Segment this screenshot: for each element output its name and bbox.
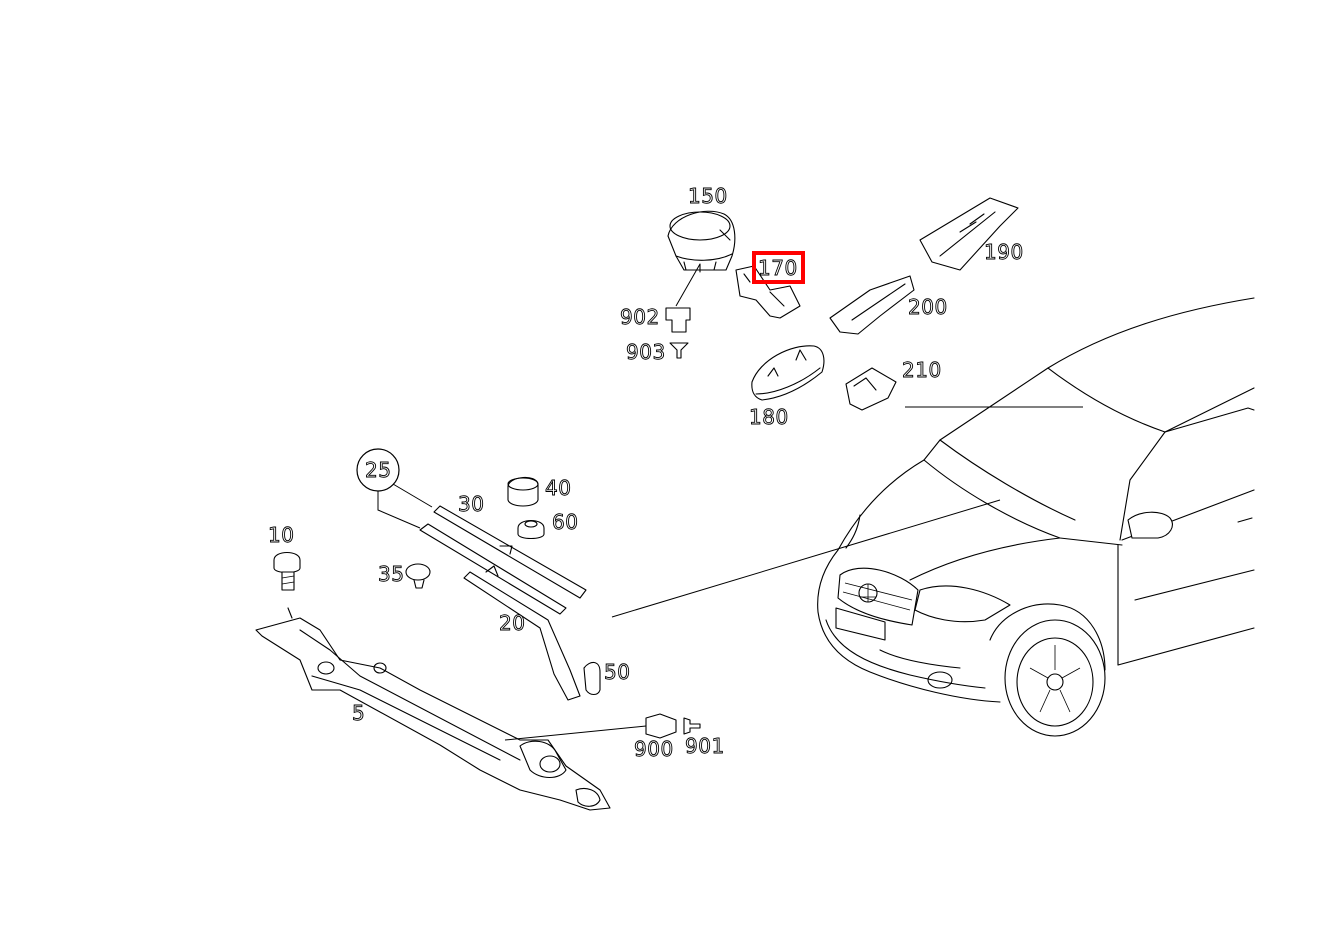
part-30-illustration (433, 505, 587, 599)
part-label-903[interactable]: 903 (626, 340, 666, 365)
part-label-900[interactable]: 900 (634, 737, 674, 762)
part-label-25[interactable]: 25 (365, 458, 392, 483)
part-5-illustration (255, 607, 611, 811)
part-label-210[interactable]: 210 (902, 358, 942, 383)
part-label-60[interactable]: 60 (552, 510, 579, 535)
part-label-50[interactable]: 50 (604, 660, 631, 685)
part-902-illustration (665, 307, 691, 333)
part-210-illustration (845, 367, 897, 411)
part-label-40[interactable]: 40 (545, 476, 572, 501)
part-label-30[interactable]: 30 (458, 492, 485, 517)
part-25-illustration (419, 523, 567, 615)
leader-line-150 (675, 263, 701, 307)
part-label-5[interactable]: 5 (352, 701, 366, 726)
part-label-190[interactable]: 190 (984, 240, 1024, 265)
part-label-150[interactable]: 150 (688, 184, 728, 209)
part-label-10[interactable]: 10 (268, 523, 295, 548)
part-40-illustration (507, 476, 539, 507)
part-200-illustration (829, 275, 915, 335)
highlight-box-170 (752, 251, 805, 284)
leader-line-wiper (611, 499, 1001, 618)
part-190-illustration (919, 197, 1019, 271)
part-label-20[interactable]: 20 (499, 611, 526, 636)
part-35-illustration (405, 563, 431, 589)
leader-line-900 (504, 725, 647, 741)
part-10-illustration (273, 551, 301, 591)
part-900-illustration (645, 713, 677, 739)
part-label-200[interactable]: 200 (908, 295, 948, 320)
part-901-illustration (683, 717, 701, 735)
part-label-180[interactable]: 180 (749, 405, 789, 430)
part-label-170[interactable]: 170 (758, 256, 798, 281)
leader-line-25a (392, 483, 433, 508)
leader-line-25b (377, 491, 421, 529)
car-illustration (817, 297, 1255, 737)
part-180-illustration (751, 345, 825, 401)
part-20-illustration (463, 565, 581, 701)
part-label-901[interactable]: 901 (685, 734, 725, 759)
part-903-illustration (669, 342, 689, 359)
part-150-illustration (667, 210, 736, 273)
part-50-illustration (583, 661, 601, 696)
part-label-902[interactable]: 902 (620, 305, 660, 330)
part-label-35[interactable]: 35 (378, 562, 405, 587)
part-60-illustration (517, 519, 545, 540)
